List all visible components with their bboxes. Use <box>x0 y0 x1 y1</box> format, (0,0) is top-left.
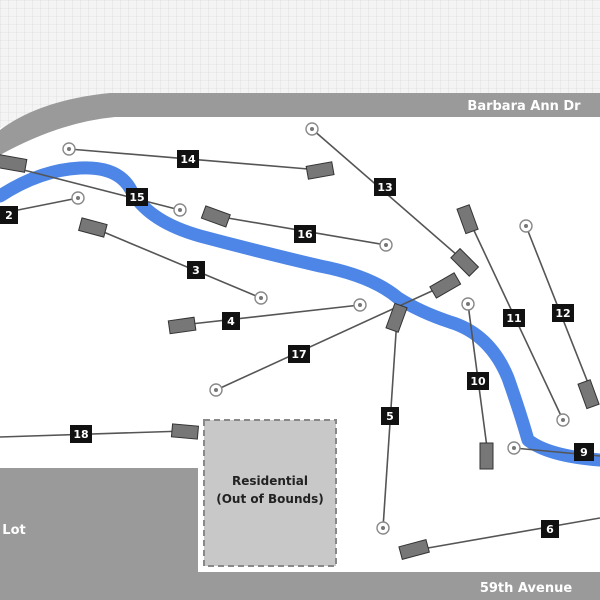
barbara-ann-dr-road <box>0 93 600 155</box>
tee-11 <box>456 204 479 235</box>
svg-text:3: 3 <box>192 264 200 277</box>
tee-pads <box>0 154 600 560</box>
59th-avenue-road <box>0 572 600 600</box>
svg-text:6: 6 <box>546 523 554 536</box>
hole-label-17: 17 <box>288 345 310 363</box>
hole-label-9: 9 <box>574 443 594 461</box>
svg-text:16: 16 <box>297 228 313 241</box>
hole-label-10: 10 <box>467 372 489 390</box>
tee-3 <box>78 217 108 238</box>
course-area <box>0 106 600 572</box>
residential-label: Residential <box>232 474 308 488</box>
hole-label-13: 13 <box>374 178 396 196</box>
creek <box>0 161 600 467</box>
hole-label-12: 12 <box>552 304 574 322</box>
tee-12 <box>577 379 600 410</box>
lot-label: Lot <box>2 523 25 538</box>
tee-14 <box>305 161 335 180</box>
hole-label-3: 3 <box>187 261 205 279</box>
tee-4 <box>167 316 197 335</box>
svg-text:12: 12 <box>555 307 570 320</box>
svg-text:10: 10 <box>470 375 486 388</box>
hole-label-2: 2 <box>0 206 18 224</box>
tee-6 <box>398 538 430 560</box>
tee-17 <box>429 272 462 299</box>
tee-16 <box>200 205 231 228</box>
out-of-bounds-label: (Out of Bounds) <box>216 492 323 506</box>
hole-label-5: 5 <box>381 407 399 425</box>
svg-text:13: 13 <box>377 181 392 194</box>
barbara-ann-dr-label: Barbara Ann Dr <box>467 99 581 114</box>
hole-label-6: 6 <box>541 520 559 538</box>
tee-10 <box>479 442 494 470</box>
hole-label-14: 14 <box>177 150 199 168</box>
residential-out-of-bounds <box>203 419 337 567</box>
basket-centers <box>67 127 565 530</box>
hole-label-11: 11 <box>503 309 525 327</box>
svg-text:11: 11 <box>506 312 521 325</box>
59th-avenue-label: 59th Avenue <box>480 581 572 596</box>
hole-label-4: 4 <box>222 312 240 330</box>
tee-13 <box>450 247 480 277</box>
svg-text:18: 18 <box>73 428 88 441</box>
svg-text:9: 9 <box>580 446 588 459</box>
parking-lot <box>0 468 198 572</box>
svg-text:15: 15 <box>129 191 144 204</box>
hole-label-16: 16 <box>294 225 316 243</box>
hole-label-18: 18 <box>70 425 92 443</box>
tee-18 <box>170 423 200 440</box>
hole-labels: 2 3 4 5 6 9 10 11 12 13 14 15 16 17 18 <box>0 150 594 538</box>
tee-2 <box>0 154 28 173</box>
svg-text:17: 17 <box>291 348 306 361</box>
svg-text:2: 2 <box>5 209 13 222</box>
svg-text:4: 4 <box>227 315 235 328</box>
svg-text:5: 5 <box>386 410 394 423</box>
svg-text:14: 14 <box>180 153 196 166</box>
baskets <box>62 122 570 535</box>
hole-label-15: 15 <box>126 188 148 206</box>
tee-5 <box>385 302 408 333</box>
